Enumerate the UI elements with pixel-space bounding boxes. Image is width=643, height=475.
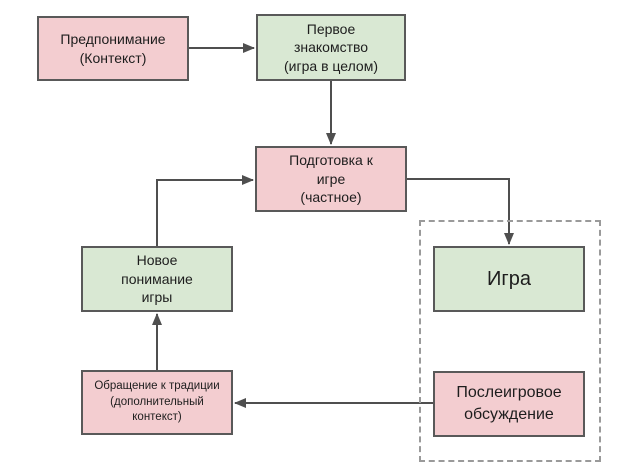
node-new-understanding-label: Новое понимание игры <box>121 252 193 306</box>
node-tradition-label: Обращение к традиции (дополнительный кон… <box>94 380 220 424</box>
node-first-acquaintance-label: Первое знакомство (игра в целом) <box>284 20 378 74</box>
node-first-acquaintance: Первое знакомство (игра в целом) <box>256 14 406 81</box>
edge-new-understanding-to-preparation <box>156 175 254 246</box>
game-session-group <box>419 220 601 462</box>
node-tradition: Обращение к традиции (дополнительный кон… <box>81 370 233 435</box>
node-game: Игра <box>433 246 585 312</box>
node-postgame: Послеигровое обсуждение <box>433 371 585 437</box>
node-preparation-label: Подготовка к игре (частное) <box>289 152 373 206</box>
node-new-understanding: Новое понимание игры <box>81 246 233 312</box>
node-preunderstanding: Предпонимание (Контекст) <box>37 16 189 81</box>
node-game-label: Игра <box>487 267 531 290</box>
node-postgame-label: Послеигровое обсуждение <box>456 384 562 423</box>
node-preparation: Подготовка к игре (частное) <box>255 146 407 212</box>
node-preunderstanding-label: Предпонимание (Контекст) <box>60 31 166 66</box>
